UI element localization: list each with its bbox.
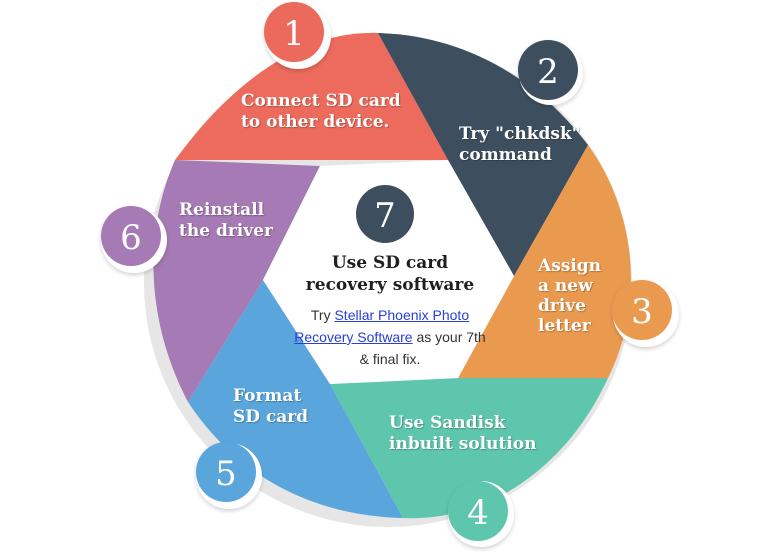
step-3-line-2: a new	[538, 276, 593, 296]
segment-6	[153, 160, 320, 402]
badge-4: 4	[448, 481, 514, 547]
center-step-block: Use SD card recovery software Try Stella…	[290, 252, 490, 370]
center-text-prefix: Try	[310, 307, 335, 323]
step-3-label: Assign a new drive letter	[538, 256, 601, 336]
badge-4-number: 4	[467, 493, 489, 533]
center-title: Use SD card recovery software	[290, 252, 490, 296]
step-1-line-1: Connect SD card	[241, 91, 401, 111]
step-3-line-4: letter	[538, 316, 591, 336]
segment-3	[458, 145, 631, 378]
step-2-line-2: command	[459, 145, 552, 165]
stellar-recovery-link[interactable]: Stellar Phoenix Photo Recovery Software	[294, 307, 470, 345]
badge-6-number: 6	[120, 218, 142, 258]
badge-6: 6	[101, 206, 167, 273]
step-6-label: Reinstall the driver	[179, 200, 273, 242]
step-3-line-1: Assign	[538, 256, 602, 276]
step-2-label: Try "chkdsk" command	[459, 124, 581, 166]
step-1-line-2: to other device.	[241, 112, 390, 132]
step-5-line-2: SD card	[233, 407, 309, 427]
center-text-suffix: as your 7th & final fix.	[359, 329, 486, 367]
segment-4	[330, 378, 608, 519]
center-title-line-1: Use SD card	[331, 253, 449, 273]
badge-1: 1	[264, 2, 331, 69]
step-4-line-1: Use Sandisk	[389, 413, 506, 433]
badge-2: 2	[518, 40, 583, 105]
badge-3: 3	[612, 280, 679, 347]
badge-7-number: 7	[374, 196, 396, 236]
badge-5-number: 5	[215, 454, 237, 494]
step-2-line-1: Try "chkdsk"	[459, 124, 581, 144]
step-4-line-2: inbuilt solution	[389, 434, 537, 454]
segment-1	[175, 32, 448, 161]
step-3-line-3: drive	[538, 296, 586, 316]
center-hexagon	[263, 160, 514, 384]
step-1-label: Connect SD card to other device.	[241, 91, 401, 133]
badge-5: 5	[196, 442, 262, 509]
center-description: Try Stellar Phoenix Photo Recovery Softw…	[290, 304, 490, 370]
badge-1-number: 1	[283, 14, 305, 54]
step-5-label: Format SD card	[233, 386, 308, 428]
step-5-line-1: Format	[233, 386, 302, 406]
badge-7: 7	[356, 185, 414, 243]
center-title-line-2: recovery software	[305, 275, 475, 295]
badge-3-number: 3	[631, 292, 653, 332]
step-4-label: Use Sandisk inbuilt solution	[389, 413, 537, 455]
badge-2-number: 2	[537, 52, 559, 92]
step-6-line-2: the driver	[179, 221, 273, 241]
step-6-line-1: Reinstall	[179, 200, 265, 220]
